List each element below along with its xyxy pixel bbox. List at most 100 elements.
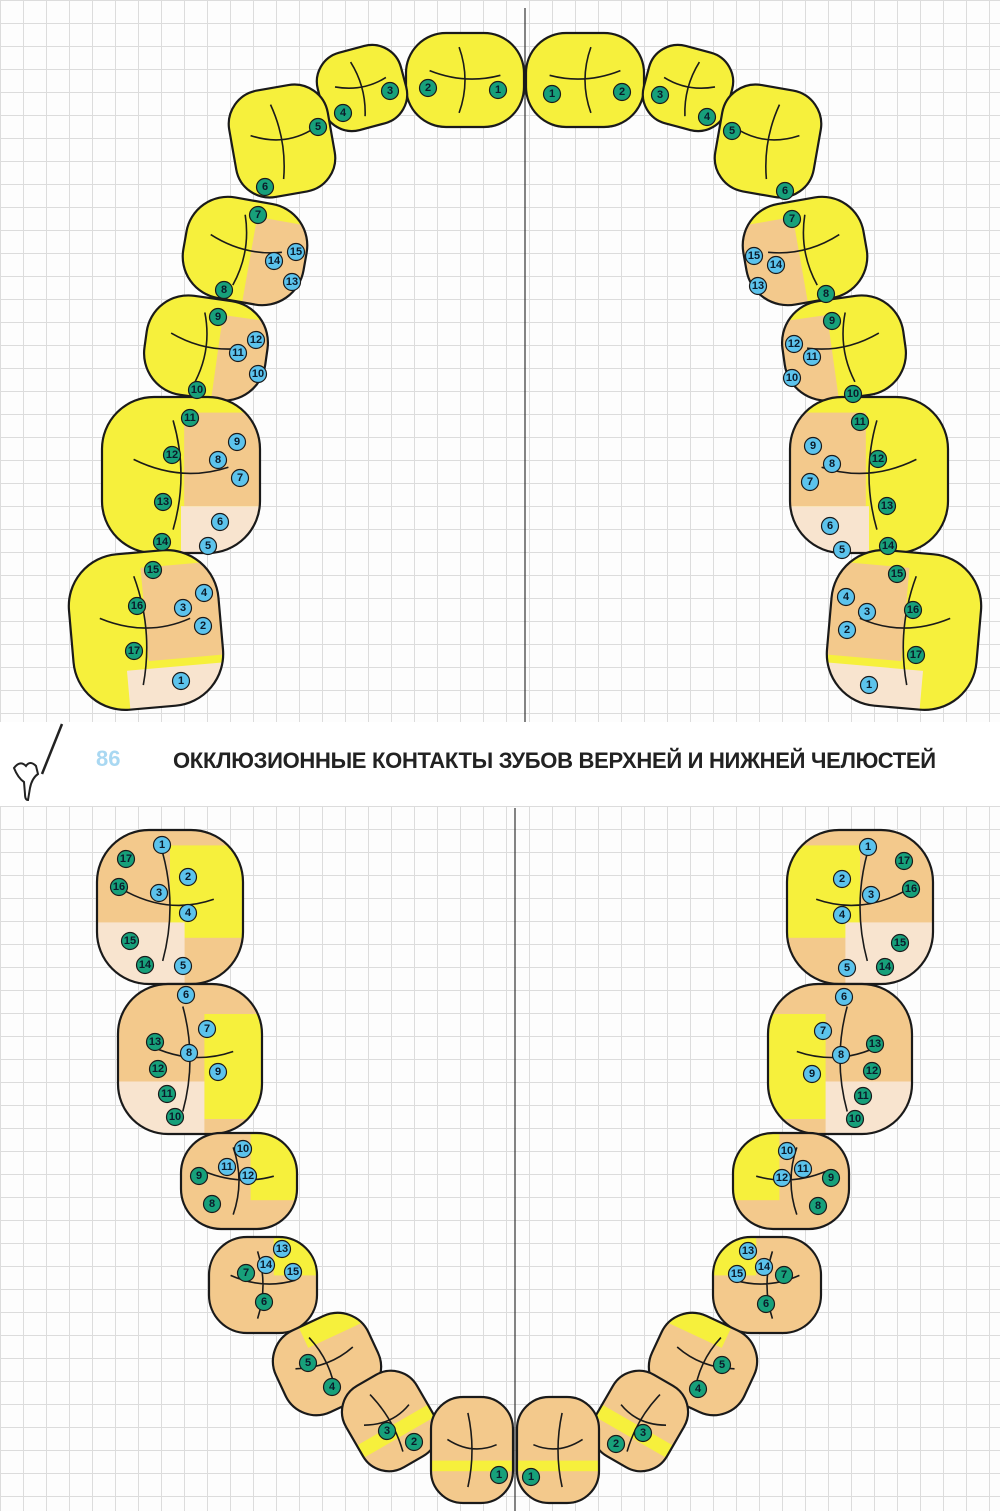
contact-marker-number: 15: [147, 564, 159, 576]
contact-marker-number: 17: [898, 855, 910, 867]
contact-marker-number: 15: [290, 246, 302, 258]
contact-marker-number: 2: [839, 873, 845, 885]
contact-marker-number: 2: [200, 620, 206, 632]
contact-marker-blue: 2: [832, 869, 852, 889]
contact-marker-number: 4: [340, 107, 347, 119]
contact-marker-number: 2: [619, 86, 625, 98]
contact-marker-number: 12: [866, 1065, 878, 1077]
contact-marker-green: 12: [868, 449, 888, 469]
contact-marker-blue: 10: [248, 364, 268, 384]
contact-marker-blue: 1: [858, 837, 878, 857]
contact-marker-number: 8: [815, 1200, 821, 1212]
contact-marker-blue: 6: [210, 512, 230, 532]
contact-marker-green: 9: [208, 307, 228, 327]
contact-marker-number: 4: [704, 111, 711, 123]
contact-marker-number: 2: [613, 1438, 619, 1450]
contact-marker-blue: 1: [859, 675, 879, 695]
contact-marker-number: 8: [186, 1047, 192, 1059]
contact-marker-green: 8: [202, 1194, 222, 1214]
enamel-region: [97, 922, 185, 984]
contact-marker-blue: 15: [727, 1264, 747, 1284]
contact-marker-number: 2: [844, 624, 850, 636]
contact-marker-green: 2: [606, 1434, 626, 1454]
contact-marker-green: 9: [821, 1168, 841, 1188]
contact-marker-blue: 11: [217, 1157, 237, 1177]
contact-marker-blue: 11: [802, 347, 822, 367]
contact-marker-green: 13: [145, 1032, 165, 1052]
contact-marker-green: 1: [489, 1465, 509, 1485]
contact-marker-green: 2: [418, 78, 438, 98]
contact-marker-number: 7: [237, 472, 243, 484]
lower-jaw-first-premolar-left: [207, 1235, 319, 1335]
contact-marker-number: 7: [255, 209, 261, 221]
contact-marker-blue: 15: [744, 246, 764, 266]
contact-marker-green: 2: [612, 82, 632, 102]
contact-marker-blue: 11: [228, 343, 248, 363]
contact-marker-number: 6: [782, 185, 788, 197]
contact-marker-blue: 5: [173, 956, 193, 976]
contact-marker-green: 1: [542, 84, 562, 104]
contact-marker-green: 9: [189, 1166, 209, 1186]
contact-marker-number: 7: [807, 476, 813, 488]
contact-marker-green: 15: [120, 931, 140, 951]
contact-marker-blue: 14: [264, 251, 284, 271]
contact-marker-number: 13: [157, 496, 169, 508]
contact-marker-green: 16: [903, 600, 923, 620]
contact-marker-blue: 4: [832, 905, 852, 925]
contact-marker-number: 12: [152, 1063, 164, 1075]
contact-marker-number: 16: [905, 883, 917, 895]
contact-marker-blue: 2: [837, 620, 857, 640]
contact-marker-blue: 14: [256, 1255, 276, 1275]
contact-marker-green: 17: [894, 851, 914, 871]
contact-marker-blue: 4: [194, 583, 214, 603]
contact-marker-green: 15: [890, 933, 910, 953]
contact-marker-green: 11: [180, 408, 200, 428]
contact-marker-blue: 5: [198, 536, 218, 556]
contact-marker-blue: 1: [171, 671, 191, 691]
enamel-region: [787, 845, 860, 938]
contact-marker-green: 3: [633, 1423, 653, 1443]
contact-marker-blue: 15: [283, 1262, 303, 1282]
contact-marker-blue: 4: [836, 587, 856, 607]
contact-marker-green: 1: [488, 80, 508, 100]
lower-jaw-central-incisor-right: [515, 1395, 601, 1505]
contact-marker-blue: 3: [857, 602, 877, 622]
contact-marker-number: 4: [185, 907, 192, 919]
contact-marker-green: 7: [774, 1265, 794, 1285]
contact-marker-number: 11: [854, 416, 866, 428]
contact-marker-green: 11: [850, 412, 870, 432]
page-header: [0, 722, 1000, 806]
contact-marker-number: 1: [865, 841, 871, 853]
lower-jaw-second-molar-left: [95, 828, 245, 986]
contact-marker-number: 10: [781, 1145, 793, 1157]
contact-marker-blue: 7: [230, 468, 250, 488]
contact-marker-green: 16: [901, 879, 921, 899]
tooth-brush-logo-icon: [12, 723, 64, 802]
contact-marker-blue: 13: [738, 1241, 758, 1261]
lower-jaw-second-premolar-right: [731, 1131, 851, 1231]
contact-marker-green: 17: [124, 641, 144, 661]
contact-marker-number: 1: [528, 1471, 534, 1483]
contact-marker-number: 3: [864, 606, 870, 618]
contact-marker-blue: 9: [802, 1064, 822, 1084]
contact-marker-blue: 14: [766, 255, 786, 275]
contact-marker-number: 17: [128, 645, 140, 657]
contact-marker-number: 10: [786, 372, 798, 384]
contact-marker-number: 15: [748, 250, 760, 262]
contact-marker-green: 8: [214, 280, 234, 300]
contact-marker-green: 10: [845, 1109, 865, 1129]
contact-marker-blue: 7: [800, 472, 820, 492]
contact-marker-number: 14: [758, 1261, 771, 1273]
contact-marker-number: 7: [789, 213, 795, 225]
contact-marker-green: 3: [377, 1421, 397, 1441]
contact-marker-green: 6: [255, 177, 275, 197]
contact-marker-blue: 2: [193, 616, 213, 636]
upper-jaw-canine-right: [709, 79, 827, 203]
contact-marker-number: 5: [180, 960, 186, 972]
contact-marker-number: 9: [215, 1066, 221, 1078]
contact-marker-green: 16: [127, 596, 147, 616]
contact-marker-number: 9: [234, 436, 240, 448]
contact-marker-blue: 8: [831, 1045, 851, 1065]
contact-marker-green: 10: [165, 1107, 185, 1127]
contact-marker-green: 13: [865, 1034, 885, 1054]
